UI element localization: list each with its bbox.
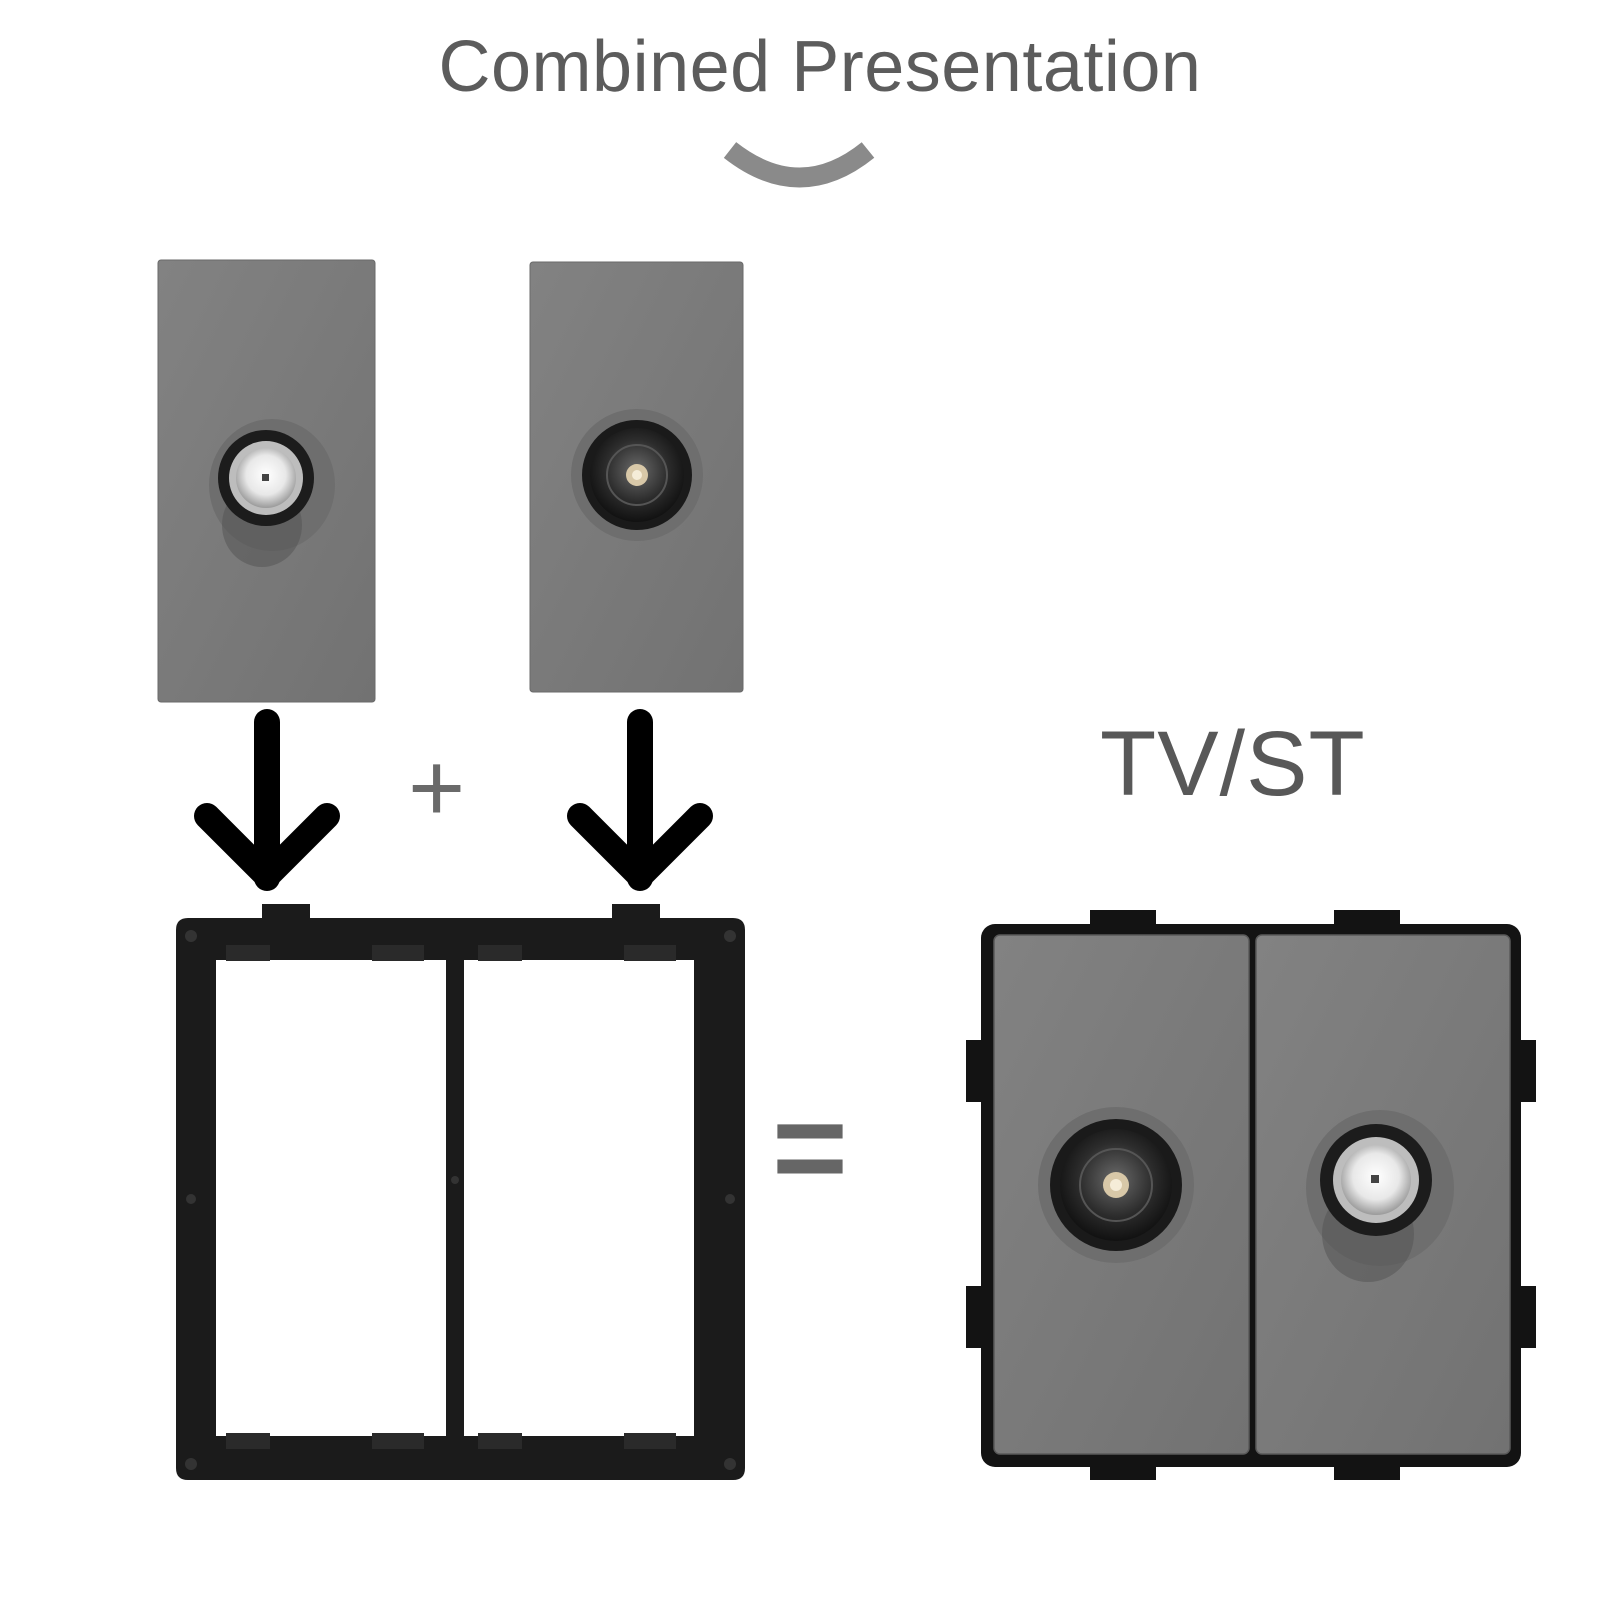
down-arrow-icon	[567, 709, 713, 891]
satellite-module	[1255, 934, 1511, 1455]
equals-sign: =	[772, 1074, 848, 1220]
mounting-frame	[176, 904, 745, 1480]
curved-underline-icon	[723, 142, 875, 188]
combined-label: TV/ST	[1100, 713, 1366, 815]
tv-module	[529, 261, 744, 693]
down-arrow-icon	[194, 709, 340, 891]
plus-sign: +	[408, 732, 466, 842]
page-title: Combined Presentation	[438, 27, 1202, 107]
tv-module	[993, 934, 1250, 1455]
combined-socket	[966, 910, 1536, 1480]
satellite-module	[157, 259, 376, 703]
